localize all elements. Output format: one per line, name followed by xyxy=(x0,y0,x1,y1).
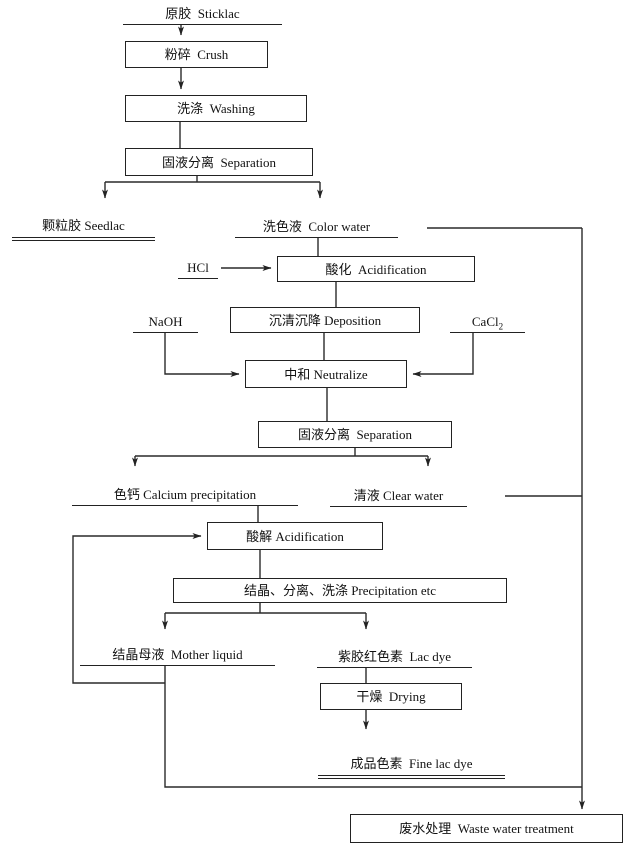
arrow-cacl2-to-neutralize xyxy=(412,333,474,377)
process-box-neutralize: 中和 Neutralize xyxy=(245,360,407,388)
reagent-label-hcl: HCl xyxy=(178,260,218,279)
reagent-label-naoh: NaOH xyxy=(133,314,198,333)
process-box-deposition: 沉清沉降 Deposition xyxy=(230,307,420,333)
stream-label-fine-lac-dye: 成品色素 Fine lac dye xyxy=(318,756,505,779)
process-box-separation-1: 固液分离 Separation xyxy=(125,148,313,176)
process-box-acidification-1: 酸化 Acidification xyxy=(277,256,475,282)
process-box-washing: 洗涤 Washing xyxy=(125,95,307,122)
line-separation1-branch xyxy=(105,176,320,183)
stream-label-color-water: 洗色液 Color water xyxy=(235,219,398,238)
stream-label-mother-liquid: 结晶母液 Mother liquid xyxy=(80,647,275,666)
arrow-motherliquid-recycle-to-acidification2 xyxy=(72,533,202,684)
stream-label-clear-water: 清液 Clear water xyxy=(330,488,467,507)
cacl2-formula: CaCl xyxy=(471,314,499,329)
stream-label-calcium-precipitation: 色钙 Calcium precipitation xyxy=(72,487,298,506)
process-box-crush: 粉碎 Crush xyxy=(125,41,268,68)
reagent-label-cacl2: CaCl2 xyxy=(450,314,525,333)
stream-label-sticklac: 原胶 Sticklac xyxy=(123,6,282,25)
stream-label-lac-dye: 紫胶红色素 Lac dye xyxy=(317,649,472,668)
process-box-waste-water-treatment: 废水处理 Waste water treatment xyxy=(350,814,623,843)
cacl2-subscript: 2 xyxy=(498,321,504,332)
line-separation2-branch xyxy=(135,448,428,457)
process-box-drying: 干燥 Drying xyxy=(320,683,462,710)
process-box-precipitation-etc: 结晶、分离、洗涤 Precipitation etc xyxy=(173,578,507,603)
line-motherliquid-to-right-rail xyxy=(164,666,582,788)
process-box-separation-2: 固液分离 Separation xyxy=(258,421,452,448)
stream-label-seedlac: 颗粒胶 Seedlac xyxy=(12,218,155,241)
arrow-naoh-to-neutralize xyxy=(164,333,240,377)
process-box-acidification-2: 酸解 Acidification xyxy=(207,522,383,550)
line-precipitation-branch xyxy=(165,603,366,614)
